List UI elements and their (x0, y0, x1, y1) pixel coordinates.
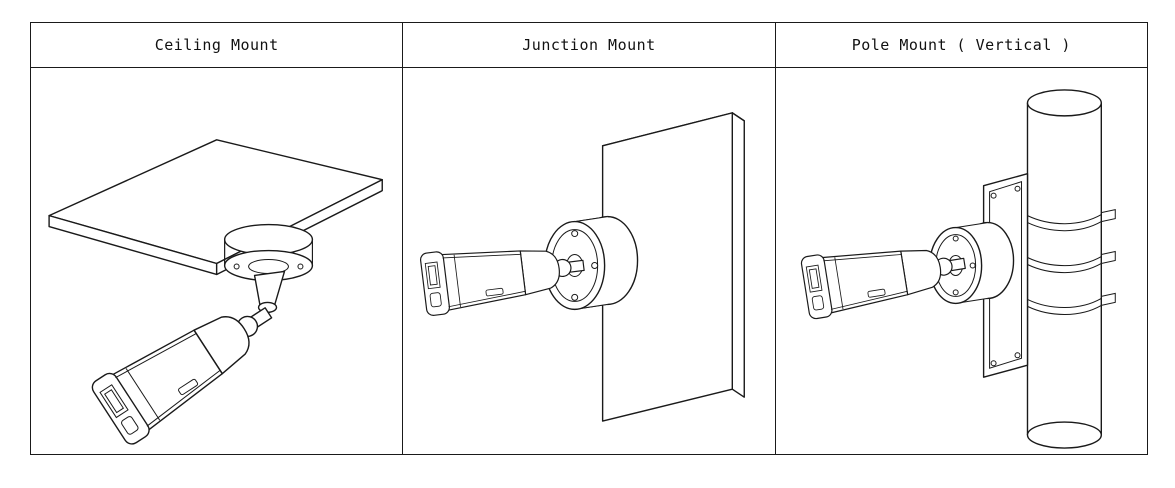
column-junction-mount: Junction Mount (403, 23, 776, 454)
ceiling-mount-cell (31, 68, 402, 454)
header-ceiling-mount: Ceiling Mount (31, 23, 403, 68)
column-ceiling-mount: Ceiling Mount (31, 23, 404, 454)
junction-mount-cell (403, 68, 774, 454)
mounting-options-table: Ceiling Mount (30, 22, 1148, 455)
column-pole-mount-vertical: Pole Mount ( Vertical ) (775, 23, 1147, 454)
ceiling-mount-illustration (48, 139, 383, 448)
pole-mount-vertical-illustration (799, 89, 1116, 449)
header-pole-mount-vertical: Pole Mount ( Vertical ) (775, 23, 1147, 68)
pole-mount-cell (776, 68, 1147, 454)
junction-mount-illustration (419, 112, 746, 422)
header-junction-mount: Junction Mount (403, 23, 775, 68)
